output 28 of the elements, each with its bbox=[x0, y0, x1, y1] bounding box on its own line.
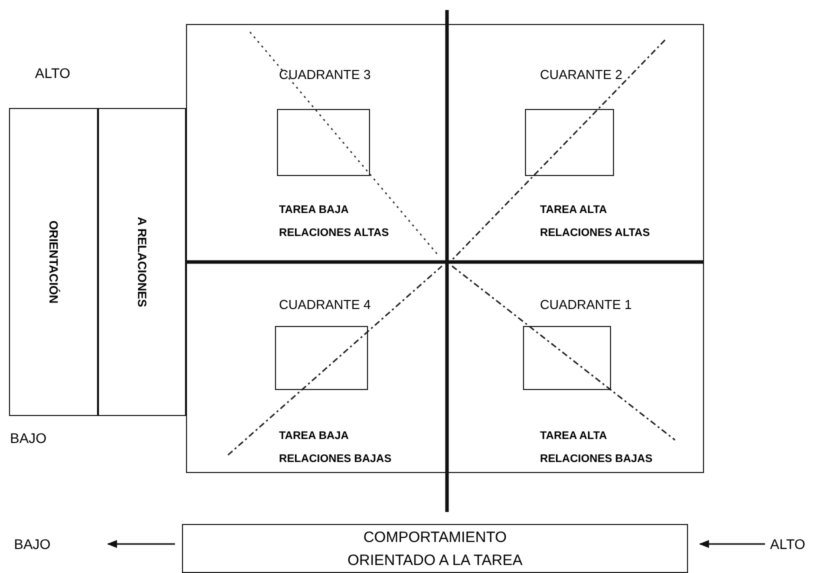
quadrant-description: TAREA BAJA RELACIONES ALTAS bbox=[279, 203, 390, 241]
scale-label: ALTO bbox=[35, 65, 70, 81]
empty-box bbox=[277, 109, 370, 176]
axis-label: ORIENTACIÓN bbox=[46, 220, 60, 304]
axis-label: A RELACIONES bbox=[135, 216, 149, 308]
empty-box bbox=[525, 109, 614, 176]
axis-label: COMPORTAMIENTO ORIENTADO A LA TAREA bbox=[346, 528, 524, 570]
quadrant-title: CUARANTE 2 bbox=[540, 67, 622, 82]
empty-box bbox=[523, 326, 611, 390]
quadrant-area bbox=[447, 24, 704, 262]
scale-label: ALTO bbox=[770, 533, 830, 555]
quadrant-title: CUADRANTE 4 bbox=[279, 297, 371, 312]
quadrant-description: TAREA BAJA RELACIONES BAJAS bbox=[279, 429, 392, 467]
scale-label: BAJO bbox=[10, 430, 47, 446]
quadrant-area bbox=[186, 24, 447, 262]
empty-box bbox=[275, 326, 368, 390]
quadrant-description: TAREA ALTA RELACIONES BAJAS bbox=[540, 429, 654, 467]
quadrant-title: CUADRANTE 3 bbox=[279, 67, 371, 82]
quadrant-area bbox=[447, 262, 704, 473]
quadrant-area bbox=[186, 262, 447, 473]
axis-label-panel bbox=[9, 108, 98, 416]
arrow bbox=[107, 540, 175, 548]
arrow bbox=[699, 540, 765, 548]
axis-label-box bbox=[182, 524, 688, 573]
quadrant-description: TAREA ALTA RELACIONES ALTAS bbox=[540, 203, 651, 241]
scale-label: BAJO bbox=[14, 533, 66, 555]
quadrant-title: CUADRANTE 1 bbox=[540, 297, 632, 312]
axis-label-panel bbox=[98, 108, 186, 416]
